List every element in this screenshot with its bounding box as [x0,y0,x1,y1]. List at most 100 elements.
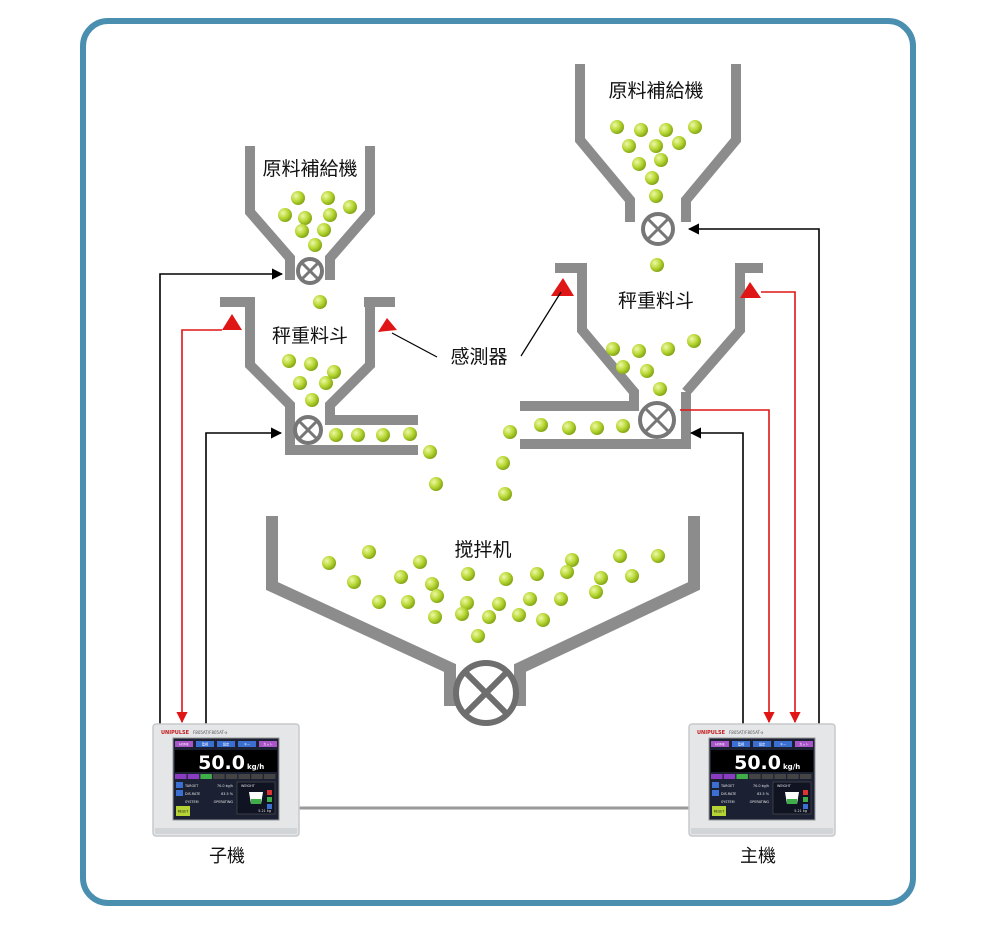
pellet [471,629,485,643]
row-label: SYSTEM [721,800,735,804]
pellet [590,421,604,435]
screen-tab[interactable] [259,741,277,747]
screen-tab[interactable] [217,741,235,747]
row-label: TARGET [720,784,735,788]
pellet [498,487,512,501]
pellet [653,382,667,396]
screen-tab[interactable] [238,741,256,747]
hopper-gauge-fill [787,799,797,804]
brand-text: UNIPULSE [697,730,726,736]
pellet [534,418,548,432]
pellet [321,191,335,205]
status-indicator [187,774,200,779]
reset-label: RESET [714,810,726,814]
left-feeder-label: 原料補給機 [262,158,357,180]
pellet [304,357,318,371]
pellet [282,354,296,368]
row-button[interactable] [712,782,719,788]
right-hopper-valve-icon [638,401,676,439]
pellet [645,171,659,185]
row-value: OPERATING [214,800,234,804]
pellet [560,565,574,579]
pellet [293,376,307,390]
row-value: 63.5 % [757,792,770,796]
pellet [634,123,648,137]
screen-tab-label: HOME [179,743,189,747]
row-button[interactable] [176,782,183,788]
screen-tab-label: 監視 [202,742,209,747]
weight-label: WEIGHT [241,784,256,788]
alarm-indicator [267,790,272,795]
screen-tab[interactable] [753,741,771,747]
pellet [428,610,442,624]
screen-tab-label: カット [799,742,809,747]
pellet [661,342,675,356]
screen-tab[interactable] [196,741,214,747]
pellets [278,120,702,643]
status-indicator [799,774,812,779]
screen-tab-label: 監視 [738,742,745,747]
pellet [423,445,437,459]
screen-tab-label: HOME [715,743,725,747]
slave-label: 子機 [209,846,245,867]
pellet [632,157,646,171]
screen-tab[interactable] [175,741,193,747]
sensor-label: 感測器 [450,346,507,368]
screen-tab-label: カット [263,742,273,747]
left-supply-feeder [245,146,375,280]
pellet [616,360,630,374]
pellet [562,421,576,435]
pellet [430,589,444,603]
status-indicator [774,774,786,779]
pellet [503,425,517,439]
reset-button[interactable] [712,806,726,816]
mixer-label: 搅拌机 [454,539,511,561]
screen-tab[interactable] [732,741,750,747]
pellet [461,567,475,581]
row-button[interactable] [176,790,183,796]
row-value: 70.0 kg/h [753,784,769,788]
status-indicator [711,774,723,779]
model-text: F805AT/F805AT-x [729,730,764,735]
pellet [594,571,608,585]
left-hopper-label: 秤重料斗 [272,325,348,347]
pellet [329,428,343,442]
row-value: 70.0 kg/h [217,784,233,788]
pellet [343,200,357,214]
pellet [319,376,333,390]
brand-text: UNIPULSE [161,730,190,736]
pellet [429,477,443,491]
status-indicator [213,774,225,779]
reading-value: 50.0 [198,752,245,774]
screen-tab[interactable] [774,741,792,747]
status-indicator [200,774,212,779]
master-label: 主機 [740,846,776,867]
status-indicator [723,774,736,779]
ok-indicator [267,797,272,802]
row-button[interactable] [712,790,719,796]
pellet [687,334,701,348]
mixer-body [266,516,700,706]
pellet [278,208,292,222]
status-indicator [175,774,187,779]
pellet [291,191,305,205]
controller-base [691,828,833,834]
pellet [589,585,603,599]
weight-value: 5.21 kg [258,809,271,813]
model-text: F805AT/F805AT-x [193,730,228,735]
status-indicator [263,774,276,779]
pellet [688,120,702,134]
hopper-gauge-fill [251,799,261,804]
reset-button[interactable] [176,806,190,816]
screen-tab[interactable] [711,741,729,747]
pellet [530,567,544,581]
status-indicator [749,774,761,779]
row-label: TARGET [184,784,199,788]
right-feeder-label: 原料補給機 [608,80,703,102]
left-weigh-hopper [220,297,418,455]
sensor-leader-left [391,332,438,358]
status-indicator [251,774,263,779]
screen-tab[interactable] [795,741,813,747]
